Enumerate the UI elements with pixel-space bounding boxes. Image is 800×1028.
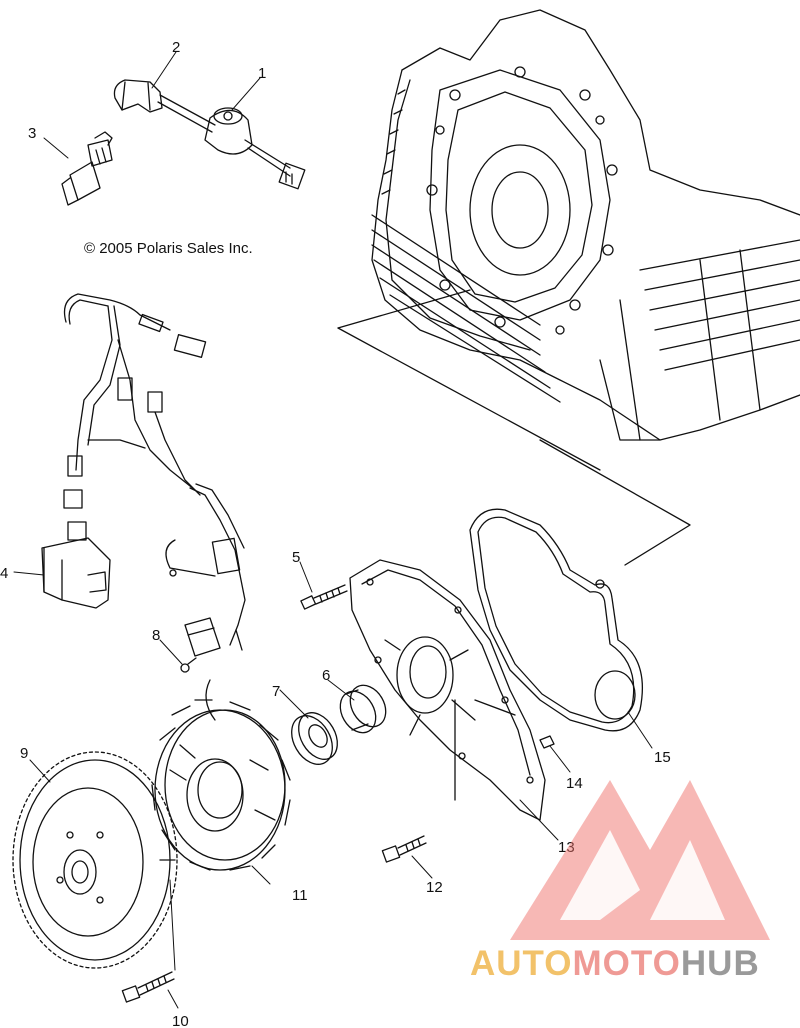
callout-1: 1: [258, 65, 266, 82]
callout-15: 15: [654, 749, 671, 766]
callout-6: 6: [322, 667, 330, 684]
callout-9: 9: [20, 745, 28, 762]
spark-plug-icon: [61, 131, 113, 206]
watermark-auto: AUTO: [470, 944, 573, 983]
wiring-harness-icon: [63, 293, 246, 721]
watermark-hub: HUB: [680, 944, 760, 983]
crankcase-icon: [337, 9, 800, 566]
stator-icon: [151, 699, 291, 871]
spark-plug-cap-icon: [113, 79, 163, 113]
screw-icon: [121, 584, 555, 1003]
copyright-text: © 2005 Polaris Sales Inc.: [84, 240, 253, 257]
callout-7: 7: [272, 683, 280, 700]
stator-cover-icon: [349, 559, 546, 821]
watermark-moto: MOTO: [572, 944, 681, 983]
callout-8: 8: [152, 627, 160, 644]
callout-4: 4: [0, 565, 8, 582]
callout-3: 3: [28, 125, 36, 142]
callout-14: 14: [566, 775, 583, 792]
gasket-icon: [469, 508, 643, 732]
bearing-icon: [339, 684, 387, 734]
leader-lines: [13, 51, 653, 1009]
logo-icon: [510, 780, 770, 940]
callout-12: 12: [426, 879, 443, 896]
callout-2: 2: [172, 39, 180, 56]
ignition-coil-icon: [157, 94, 306, 190]
seal-icon: [291, 712, 338, 765]
callout-labels: 1 2 3 4 5 6 7 8 9 10 11 12 13 14 15: [0, 39, 671, 1028]
callout-10: 10: [172, 1013, 189, 1028]
callout-11: 11: [292, 887, 308, 904]
cdi-module-icon: [41, 521, 111, 609]
callout-5: 5: [292, 549, 300, 566]
flywheel-icon: [12, 751, 178, 969]
callout-13: 13: [558, 839, 575, 856]
watermark-text: AUTOMOTOHUB: [470, 944, 760, 984]
